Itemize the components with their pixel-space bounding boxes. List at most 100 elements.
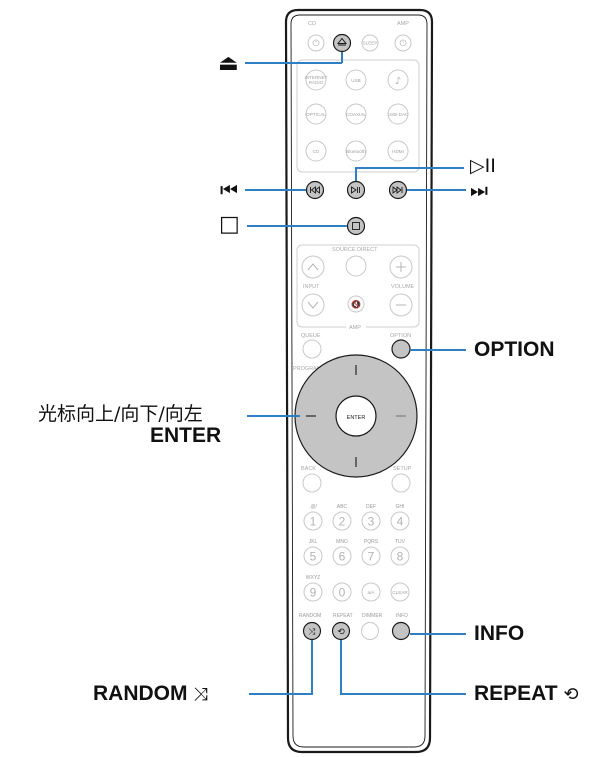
number-key-digit: 8: [397, 550, 404, 564]
number-key-letters: TUV: [395, 539, 406, 545]
internet-radio-label: RADIO: [309, 80, 324, 85]
number-key-digit: 9: [310, 586, 317, 600]
number-key-digit: 2: [339, 515, 346, 529]
remote-control: CD AMP ⏻ SLEEP ⏻ INTERNET RADIO USB ♪ OP…: [284, 8, 434, 754]
program-label: PROGRAM: [293, 366, 322, 372]
source-buttons: INTERNET RADIO USB ♪ OPTICAL COAXIAL USB…: [305, 69, 409, 162]
number-key-letters: GHI: [396, 504, 405, 510]
source-panel: [296, 59, 420, 173]
next-icon: [392, 186, 403, 194]
random-callout: RANDOM ⤨: [93, 682, 208, 706]
next-callout: ⏭: [470, 178, 488, 202]
usb-dac-button[interactable]: [387, 103, 409, 125]
cd-source-label: CD: [313, 149, 320, 154]
dimmer-small-label: DIMMER: [362, 613, 383, 619]
case-toggle-button[interactable]: [361, 582, 381, 602]
number-key-2[interactable]: [332, 511, 352, 531]
number-key-4[interactable]: [390, 511, 410, 531]
stop-button[interactable]: [346, 216, 366, 236]
random-button[interactable]: [302, 621, 322, 641]
sleep-button[interactable]: [361, 34, 379, 52]
number-key-9[interactable]: [303, 582, 323, 602]
number-key-0[interactable]: [332, 582, 352, 602]
usb-label: USB: [351, 78, 360, 83]
source-direct-label: SOURCE DIRECT: [332, 247, 378, 253]
info-small-label: INFO: [396, 613, 408, 619]
power-icon: ⏻: [399, 38, 406, 49]
queue-button[interactable]: [302, 339, 322, 359]
random-small-label: RANDOM: [299, 613, 321, 619]
shuffle-icon: ⤨: [308, 628, 316, 638]
input-up-button[interactable]: [301, 255, 325, 279]
setup-button[interactable]: [391, 473, 411, 493]
previous-callout: ⏮: [220, 178, 238, 202]
number-key-letters: WXYZ: [306, 575, 320, 581]
number-key-digit: 0: [339, 586, 346, 600]
enter-button[interactable]: [335, 395, 377, 437]
plus-icon: [396, 262, 406, 272]
repeat-button[interactable]: [331, 621, 351, 641]
stop-icon: [352, 222, 360, 230]
back-button[interactable]: [302, 473, 322, 493]
queue-label: QUEUE: [301, 333, 321, 339]
enter-callout: ENTER: [150, 424, 222, 447]
number-key-digit: 6: [339, 550, 346, 564]
hdmi-button[interactable]: [387, 140, 409, 162]
cd-section-label: CD: [308, 21, 316, 27]
optical-label: OPTICAL: [306, 112, 326, 117]
input-label: INPUT: [303, 284, 320, 290]
bluetooth-label: Bluetooth: [346, 149, 366, 154]
eject-callout: ⏏: [218, 51, 239, 76]
setup-label: SETUP: [393, 466, 412, 472]
info-callout: INFO: [474, 622, 525, 645]
next-button[interactable]: [388, 180, 408, 200]
amp-section-label: AMP: [397, 21, 409, 27]
number-key-8[interactable]: [390, 546, 410, 566]
usb-button[interactable]: [345, 69, 367, 91]
enter-button-label: ENTER: [347, 415, 366, 421]
mute-icon: 🔇: [351, 299, 361, 309]
amp-power-button[interactable]: [394, 34, 412, 52]
bluetooth-button[interactable]: [345, 140, 367, 162]
option-callout: OPTION: [474, 338, 555, 361]
number-key-6[interactable]: [332, 546, 352, 566]
volume-label: VOLUME: [391, 284, 415, 290]
remote-inner-body: [290, 14, 428, 748]
option-button[interactable]: [391, 339, 411, 359]
internet-radio-button[interactable]: [305, 69, 327, 91]
sleep-label: SLEEP: [363, 41, 378, 46]
repeat-leader: [340, 640, 466, 695]
number-key-letters: MNO: [336, 539, 348, 545]
number-key-7[interactable]: [361, 546, 381, 566]
heos-button[interactable]: [387, 69, 409, 91]
number-key-letters: ABC: [337, 504, 348, 510]
number-key-1[interactable]: [303, 511, 323, 531]
coaxial-button[interactable]: [345, 103, 367, 125]
shuffle-icon: ⤨: [193, 684, 208, 705]
chevron-down-icon: [307, 301, 319, 309]
number-key-5[interactable]: [303, 546, 323, 566]
repeat-icon: ⟲: [337, 628, 345, 638]
source-direct-button[interactable]: [345, 255, 367, 277]
optical-button[interactable]: [305, 103, 327, 125]
case-toggle-button-label: a/A: [368, 590, 376, 595]
hdmi-label: HDMI: [392, 149, 404, 154]
random-callout-text: RANDOM: [93, 682, 188, 705]
back-label: BACK: [301, 466, 316, 472]
dimmer-button[interactable]: [361, 622, 379, 640]
cd-source-button[interactable]: [305, 140, 327, 162]
repeat-callout-text: REPEAT: [474, 682, 558, 705]
chevron-up-icon: [307, 263, 319, 271]
input-down-button[interactable]: [301, 293, 325, 317]
clear-button[interactable]: [390, 582, 410, 602]
amp-panel-label: AMP: [349, 325, 361, 331]
info-button[interactable]: [391, 621, 411, 641]
repeat-small-label: REPEAT: [333, 613, 353, 619]
repeat-icon: ⟲: [563, 684, 579, 705]
number-key-digit: 1: [310, 515, 317, 529]
mute-button[interactable]: [347, 295, 365, 313]
number-key-3[interactable]: [361, 511, 381, 531]
cd-power-button[interactable]: [307, 34, 325, 52]
number-key-digit: 7: [368, 550, 375, 564]
